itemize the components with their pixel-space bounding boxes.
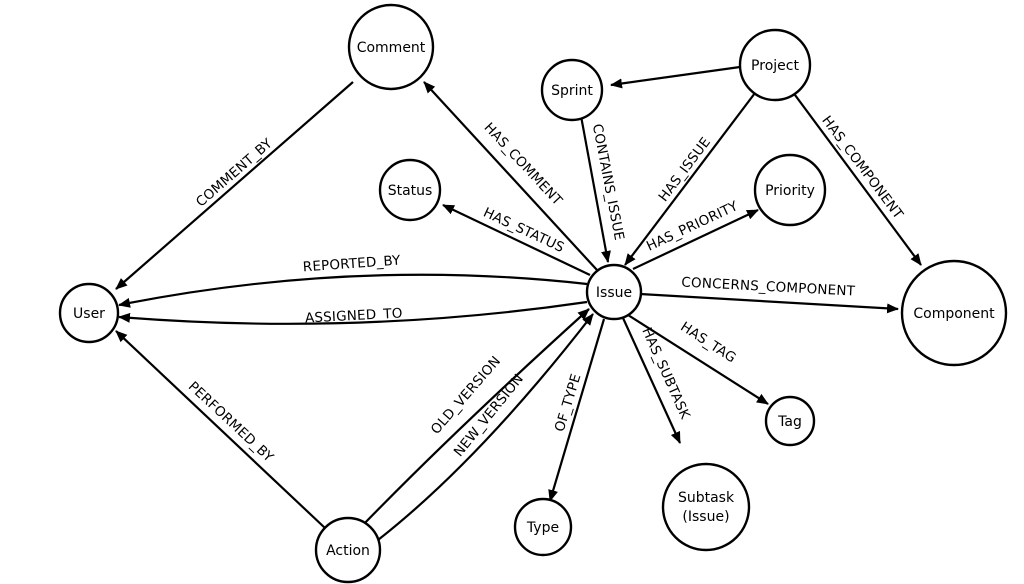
node-component[interactable]: Component bbox=[900, 259, 1008, 367]
node-subtask[interactable]: Subtask (Issue) bbox=[661, 462, 751, 552]
node-project-label: Project bbox=[751, 58, 799, 74]
label-has-issue: HAS_ISSUE bbox=[656, 134, 715, 204]
node-comment[interactable]: Comment bbox=[347, 3, 435, 91]
label-has-component: HAS_COMPONENT bbox=[818, 113, 906, 223]
node-component-label: Component bbox=[913, 306, 995, 322]
label-has-priority: HAS_PRIORITY bbox=[644, 198, 741, 255]
node-issue[interactable]: Issue bbox=[585, 263, 643, 321]
edge-reported-by bbox=[118, 273, 588, 308]
edge-assigned-to bbox=[118, 300, 588, 325]
edge-has-priority bbox=[632, 209, 759, 270]
edge-performed-by bbox=[115, 330, 326, 529]
node-priority[interactable]: Priority bbox=[753, 153, 827, 227]
edge-has-tag bbox=[627, 314, 769, 405]
edge-has-subtask bbox=[621, 317, 682, 444]
node-sprint[interactable]: Sprint bbox=[540, 58, 604, 122]
node-tag[interactable]: Tag bbox=[764, 395, 816, 447]
label-has-status: HAS_STATUS bbox=[481, 205, 567, 256]
node-tag-label: Tag bbox=[777, 414, 802, 430]
edge-has-issue bbox=[624, 92, 756, 266]
edge-new-version bbox=[377, 313, 594, 541]
node-comment-label: Comment bbox=[357, 40, 426, 56]
edge-comment-by bbox=[115, 81, 354, 290]
label-performed-by: PERFORMED_BY bbox=[185, 379, 277, 466]
node-subtask-label-line2: (Issue) bbox=[682, 509, 729, 525]
node-status[interactable]: Status bbox=[378, 158, 442, 222]
label-concerns-component: CONCERNS_COMPONENT bbox=[681, 274, 856, 299]
node-user[interactable]: User bbox=[58, 282, 120, 344]
edge-has-status bbox=[442, 204, 591, 276]
node-status-label: Status bbox=[388, 183, 433, 199]
node-action-label: Action bbox=[326, 543, 370, 559]
edge-has-component bbox=[794, 94, 922, 266]
node-type[interactable]: Type bbox=[513, 497, 573, 557]
edge-of-type bbox=[548, 318, 606, 502]
edge-old-version bbox=[359, 308, 590, 529]
node-sprint-label: Sprint bbox=[551, 83, 593, 99]
label-reported-by: REPORTED_BY bbox=[302, 253, 401, 276]
node-type-label: Type bbox=[526, 520, 559, 536]
label-assigned-to: ASSIGNED_TO bbox=[305, 305, 403, 326]
label-new-version: NEW_VERSION bbox=[451, 371, 527, 460]
node-project[interactable]: Project bbox=[738, 28, 812, 102]
node-priority-label: Priority bbox=[765, 183, 815, 199]
label-has-tag: HAS_TAG bbox=[678, 319, 739, 367]
node-user-label: User bbox=[73, 306, 105, 322]
edge-contains-issue bbox=[579, 115, 611, 263]
edge-concerns-component bbox=[639, 292, 899, 314]
label-old-version: OLD_VERSION bbox=[428, 353, 504, 437]
node-issue-label: Issue bbox=[596, 285, 632, 301]
node-action[interactable]: Action bbox=[314, 516, 382, 584]
label-comment-by: COMMENT_BY bbox=[193, 135, 276, 210]
node-subtask-label-line1: Subtask bbox=[678, 490, 735, 506]
label-has-comment: HAS_COMMENT bbox=[481, 120, 566, 210]
edge-sprint-project bbox=[610, 65, 741, 89]
label-contains-issue: CONTAINS_ISSUE bbox=[589, 123, 627, 242]
edge-has-comment bbox=[423, 81, 598, 271]
